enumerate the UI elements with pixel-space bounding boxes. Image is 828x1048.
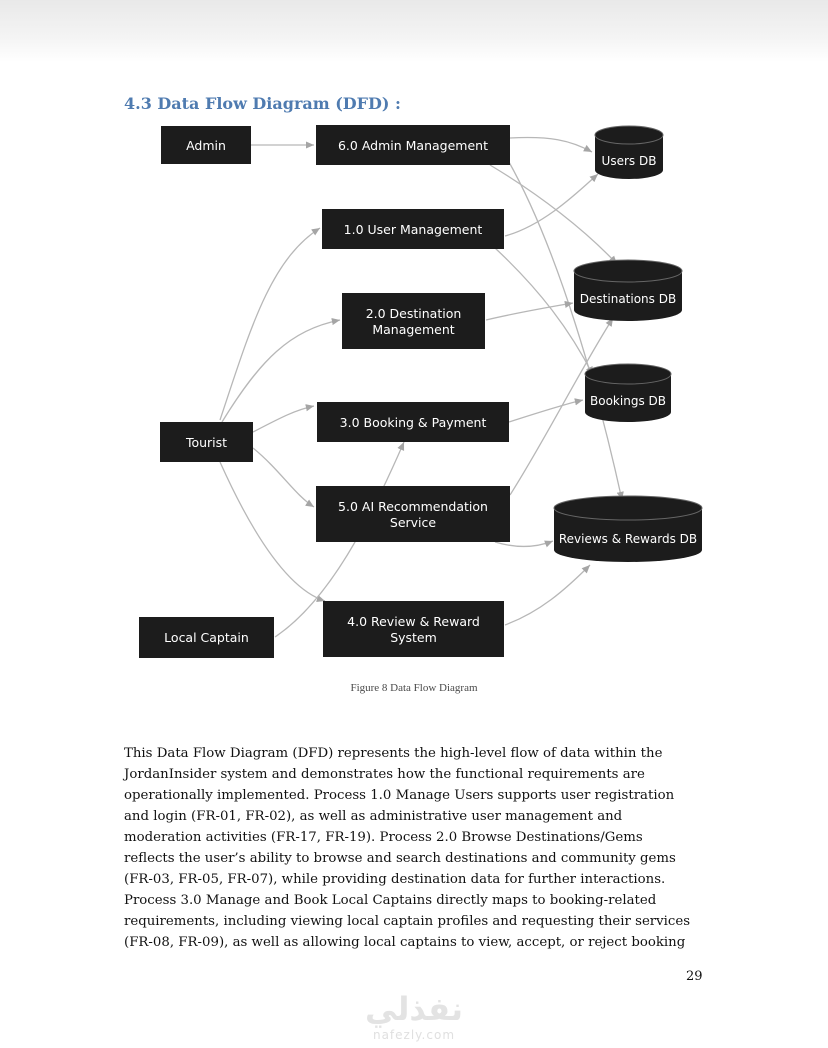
watermark-logo: نفذلي xyxy=(365,990,463,1028)
flow-p1-to-users xyxy=(504,173,599,237)
flow-p1-to-bookings xyxy=(494,247,594,376)
entity-admin: Admin xyxy=(161,126,251,164)
body-line: (FR-08, FR-09), as well as allowing loca… xyxy=(124,935,686,950)
flow-p6-to-destinations xyxy=(489,164,618,265)
datastore-users-db: Users DB xyxy=(594,125,664,179)
svg-text:Users DB: Users DB xyxy=(602,154,657,168)
svg-text:3.0 Booking & Payment: 3.0 Booking & Payment xyxy=(340,415,487,430)
svg-text:Destinations DB: Destinations DB xyxy=(580,292,676,306)
flow-tourist-to-p4 xyxy=(219,461,326,603)
top-shadow-band xyxy=(0,0,828,62)
body-line: Process 3.0 Manage and Book Local Captai… xyxy=(124,893,657,908)
section-heading: 4.3 Data Flow Diagram (DFD) : xyxy=(124,94,401,113)
flow-p5-to-reviews xyxy=(494,540,554,548)
entity-local-captain: Local Captain xyxy=(139,617,274,658)
process-6-admin-management: 6.0 Admin Management xyxy=(316,125,510,165)
svg-text:4.0 Review & Reward: 4.0 Review & Reward xyxy=(347,614,480,629)
flow-p5-to-destinations xyxy=(509,317,614,496)
watermark-url: nafezly.com xyxy=(372,1028,456,1042)
datastore-reviews-rewards-db: Reviews & Rewards DB xyxy=(553,495,703,562)
page-number: 29 xyxy=(686,969,703,984)
flow-tourist-to-p3 xyxy=(252,404,315,433)
body-line: (FR-03, FR-05, FR-07), while providing d… xyxy=(124,872,666,887)
body-line: and login (FR-01, FR-02), as well as adm… xyxy=(124,809,623,824)
body-line: requirements, including viewing local ca… xyxy=(124,914,691,929)
body-paragraph: This Data Flow Diagram (DFD) represents … xyxy=(124,743,724,953)
svg-text:Reviews & Rewards DB: Reviews & Rewards DB xyxy=(559,532,697,546)
process-1-user-management: 1.0 User Management xyxy=(322,209,504,249)
entity-tourist: Tourist xyxy=(160,422,253,462)
datastore-bookings-db: Bookings DB xyxy=(584,363,672,422)
datastore-destinations-db: Destinations DB xyxy=(573,259,683,321)
flow-p2-to-destinations xyxy=(485,300,574,321)
svg-text:Management: Management xyxy=(372,322,454,337)
svg-text:Tourist: Tourist xyxy=(185,435,227,450)
flow-p6-to-reviews xyxy=(504,154,624,501)
flow-tourist-to-p1 xyxy=(219,227,321,421)
svg-text:6.0 Admin Management: 6.0 Admin Management xyxy=(338,138,488,153)
body-line: operationally implemented. Process 1.0 M… xyxy=(124,788,675,803)
flow-p6-to-users xyxy=(509,136,593,153)
body-line: This Data Flow Diagram (DFD) represents … xyxy=(124,746,663,761)
data-flow-diagram: Admin Tourist Local Captain 6.0 Admin Ma… xyxy=(139,125,703,658)
figure-caption: Figure 8 Data Flow Diagram xyxy=(350,682,478,694)
flow-tourist-to-p2 xyxy=(221,318,341,423)
svg-text:Local Captain: Local Captain xyxy=(164,630,249,645)
svg-text:Service: Service xyxy=(390,515,437,530)
flow-p4-to-reviews xyxy=(504,564,591,626)
flow-tourist-to-p5 xyxy=(252,447,315,508)
process-2-destination-management: 2.0 Destination Management xyxy=(342,293,485,349)
body-line: JordanInsider system and demonstrates ho… xyxy=(124,767,645,782)
process-4-review-reward: 4.0 Review & Reward System xyxy=(323,601,504,657)
body-line: reflects the user’s ability to browse an… xyxy=(124,851,676,866)
process-5-ai-recommendation: 5.0 AI Recommendation Service xyxy=(316,486,510,542)
svg-text:Admin: Admin xyxy=(186,138,226,153)
svg-text:2.0 Destination: 2.0 Destination xyxy=(366,306,462,321)
svg-text:1.0 User Management: 1.0 User Management xyxy=(344,222,483,237)
process-3-booking-payment: 3.0 Booking & Payment xyxy=(317,402,509,442)
svg-text:System: System xyxy=(390,630,437,645)
svg-text:5.0 AI Recommendation: 5.0 AI Recommendation xyxy=(338,499,488,514)
body-line: moderation activities (FR-17, FR-19). Pr… xyxy=(124,830,643,845)
flow-captain-to-p3 xyxy=(274,441,405,638)
flow-p3-to-bookings xyxy=(508,398,584,423)
svg-text:Bookings DB: Bookings DB xyxy=(590,394,666,408)
